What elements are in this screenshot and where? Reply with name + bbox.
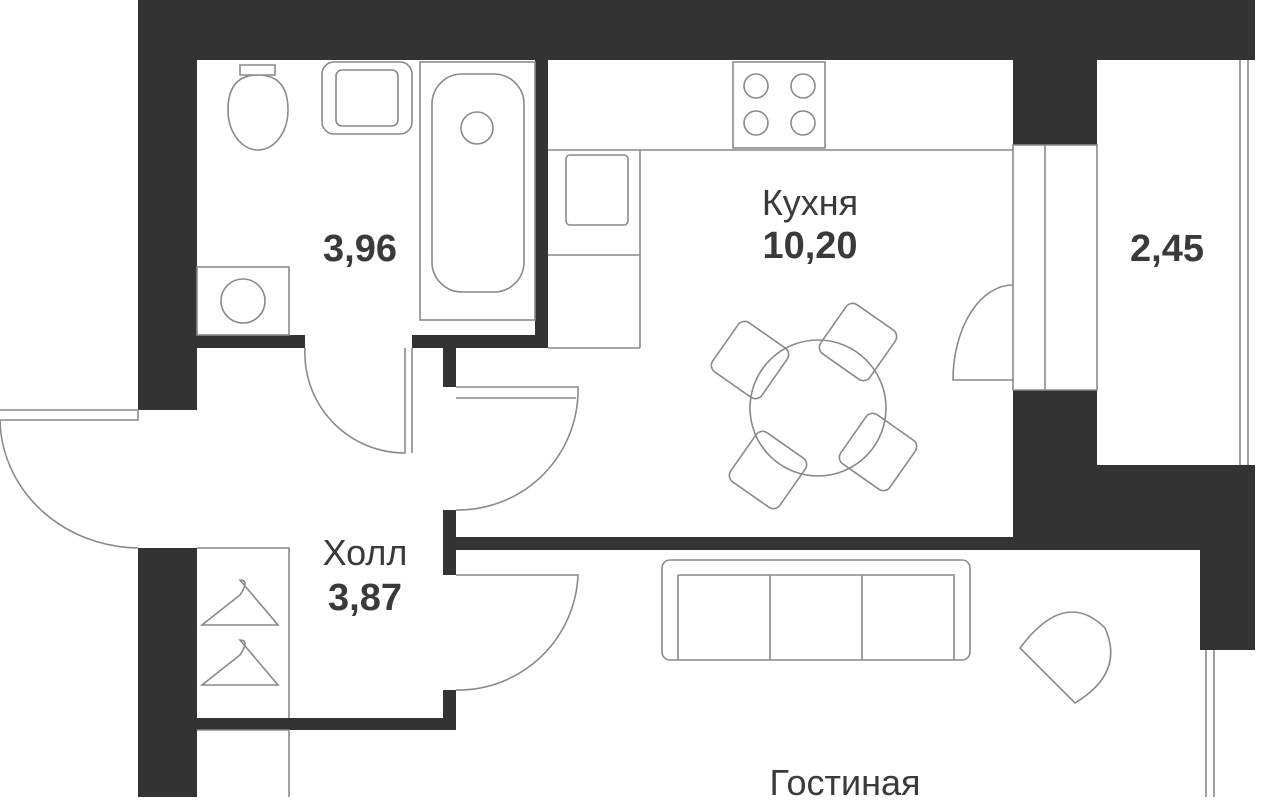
dining-table-icon [749, 339, 887, 477]
door-swing [455, 386, 579, 511]
room-area: 3,96 [323, 228, 397, 270]
door-swing [455, 574, 579, 691]
room-kitchen: Кухня 10,20 [720, 182, 900, 267]
hanger-icon [199, 639, 280, 686]
stove-icon [732, 61, 826, 149]
armchair-icon [1018, 611, 1112, 705]
sink-icon [321, 61, 413, 135]
room-balcony: 2,45 [1107, 230, 1227, 268]
washer-icon [220, 278, 266, 324]
entrance-door [0, 409, 139, 549]
room-hall: Холл 3,87 [300, 532, 430, 619]
walls [138, 0, 1255, 797]
bathtub-icon [419, 61, 536, 321]
kitchen-sink-icon [565, 154, 629, 226]
balcony-door [952, 144, 1098, 391]
toilet-icon [227, 64, 289, 151]
room-living: Гостиная [720, 765, 970, 801]
door-swing [304, 347, 413, 454]
room-bathroom: 3,96 [300, 230, 420, 268]
fixtures [0, 60, 1249, 797]
sofa-icon [661, 559, 971, 661]
room-name: Гостиная [769, 762, 921, 803]
hanger-icon [199, 579, 280, 626]
room-area: 3,87 [328, 577, 402, 619]
room-area: 2,45 [1130, 228, 1204, 270]
room-name: Холл [322, 532, 408, 573]
room-area: 10,20 [762, 225, 858, 267]
window [1205, 60, 1249, 797]
room-name: Кухня [761, 182, 859, 223]
